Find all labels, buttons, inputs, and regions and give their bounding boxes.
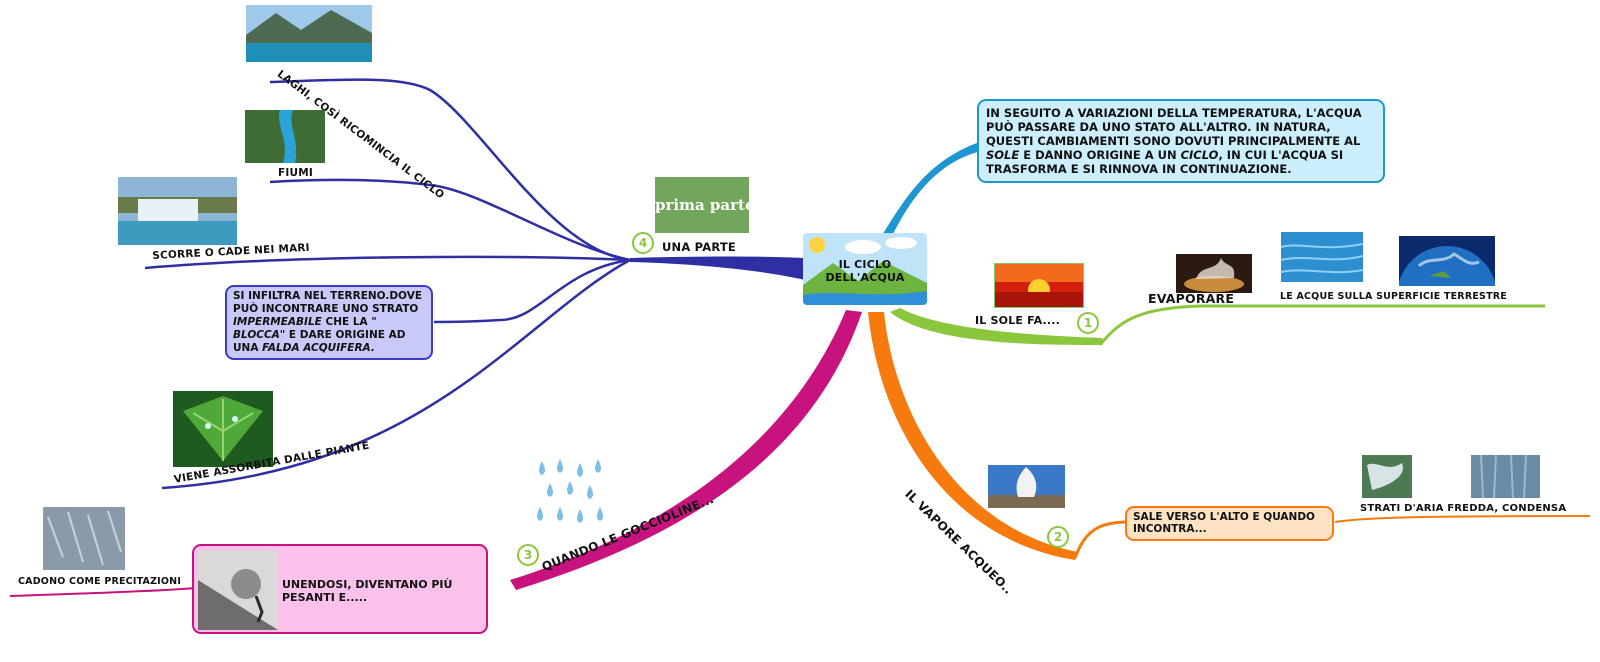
raindrops-image (534, 457, 610, 531)
rain-window-image (1471, 455, 1540, 498)
branch-2-number: 2 (1047, 526, 1069, 548)
falda-text-3: " E DARE ORIGINE AD UNA (233, 329, 406, 354)
branch-3-callout[interactable]: UNENDOSI, DIVENTANO PIÙ PESANTI E..... (192, 544, 488, 634)
river-image (245, 110, 325, 163)
branch-3-leaf-label[interactable]: CADONO COME PRECITAZIONI (18, 576, 182, 587)
branch-4-label[interactable]: UNA PARTE (662, 240, 736, 254)
intro-text-3: , IN CUI L'ACQUA SI TRASFORMA E SI RINNO… (986, 148, 1344, 176)
sisyphus-image (198, 550, 278, 630)
branch-1-sub-line (1098, 304, 1545, 346)
branch-4-line (630, 256, 805, 280)
clouds-map-image (1362, 455, 1412, 498)
branch-1-sub-label[interactable]: EVAPORARE (1148, 291, 1235, 306)
branch-1-number: 1 (1077, 312, 1099, 334)
precipitation-image (43, 507, 125, 570)
waterfall-image (118, 177, 237, 245)
leaf-fiumi-label[interactable]: FIUMI (278, 167, 313, 179)
branch-2-leaf-label[interactable]: STRATI D'ARIA FREDDA, CONDENSA (1360, 503, 1567, 514)
falda-bold-impermeabile: IMPERMEABILE (233, 316, 322, 328)
earth-image (1399, 236, 1495, 286)
steam-cup-image (1176, 254, 1252, 293)
intro-text-2: E DANNO ORIGINE A UN (1019, 148, 1181, 162)
branch-3-leaf-line (9, 587, 196, 597)
branch-intro-line (880, 140, 985, 240)
lake-image (246, 5, 372, 62)
geyser-image (988, 465, 1065, 508)
branch-4-number: 4 (632, 232, 654, 254)
center-title-line1: IL CICLO (838, 258, 892, 271)
branch-1-line (890, 308, 1103, 345)
falda-text-1: SI INFILTRA NEL TERRENO.DOVE PUÒ INCONTR… (233, 290, 422, 315)
branch-2-line (868, 312, 1078, 560)
branch-2-callout[interactable]: SALE VERSO L'ALTO E QUANDO INCONTRA... (1125, 506, 1334, 541)
branch-3-callout-text: UNENDOSI, DIVENTANO PIÙ PESANTI E..... (282, 578, 453, 604)
falda-bold-falda: FALDA ACQUIFERA. (262, 342, 375, 354)
branch-3-line (510, 310, 862, 590)
falda-callout[interactable]: SI INFILTRA NEL TERRENO.DOVE PUÒ INCONTR… (225, 285, 433, 360)
center-title: IL CICLO DELL'ACQUA (803, 258, 927, 284)
sunset-image (994, 263, 1084, 308)
branch-4-badge[interactable]: prima parte (655, 177, 755, 233)
branch-2-sub-line (1073, 520, 1129, 559)
branch-1-label[interactable]: IL SOLE FA.... (975, 314, 1061, 327)
leaf-drops-image (173, 391, 273, 467)
intro-bold-sole: SOLE (986, 148, 1020, 162)
falda-bold-blocca: BLOCCA (233, 329, 280, 341)
falda-text-2: CHE LA " (321, 316, 377, 328)
water-surface-image (1281, 232, 1363, 282)
intro-text-1: IN SEGUITO A VARIAZIONI DELLA TEMPERATUR… (986, 106, 1362, 148)
branch-1-leaf-label[interactable]: LE ACQUE SULLA SUPERFICIE TERRESTRE (1280, 291, 1507, 302)
center-title-line2: DELL'ACQUA (825, 271, 905, 284)
intro-callout[interactable]: IN SEGUITO A VARIAZIONI DELLA TEMPERATUR… (977, 99, 1385, 183)
branch-3-number: 3 (517, 544, 539, 566)
branch-2-leaf-line (1334, 515, 1591, 523)
intro-bold-ciclo: CICLO (1180, 148, 1219, 162)
center-node[interactable] (803, 233, 927, 305)
